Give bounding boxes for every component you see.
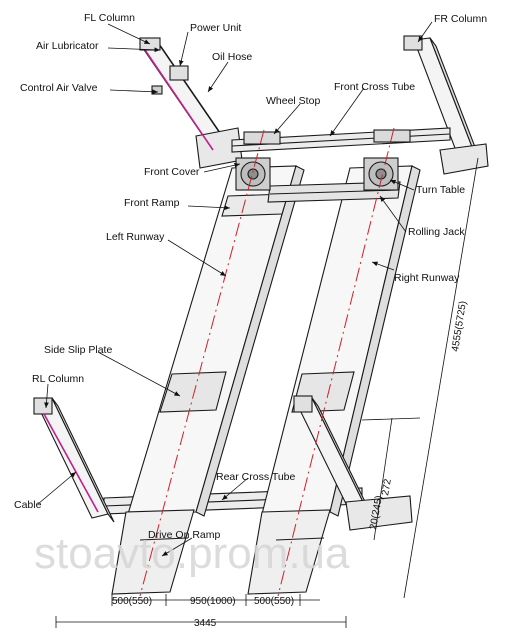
watermark: stoavto.prom.ua — [34, 529, 350, 578]
label-cable: Cable — [14, 499, 42, 511]
right-runway-shape — [261, 165, 421, 517]
fr-column — [403, 35, 489, 175]
dim-rear-height-a: 272 — [380, 478, 394, 497]
lift-structure — [33, 35, 489, 595]
label-rear-cross-tube: Rear Cross Tube — [216, 471, 296, 483]
label-rolling-jack: Rolling Jack — [408, 226, 465, 238]
labels: FL Column Power Unit Air Lubricator Oil … — [14, 12, 487, 541]
leader-lines — [37, 21, 433, 557]
label-air-lubricator: Air Lubricator — [36, 40, 99, 52]
label-power-unit: Power Unit — [190, 22, 241, 34]
power-unit-box — [169, 65, 189, 81]
label-fl-column: FL Column — [84, 12, 135, 24]
side-slip-plate-shape — [159, 371, 227, 413]
label-wheel-stop: Wheel Stop — [266, 95, 320, 107]
rr-column — [293, 395, 413, 531]
rl-column — [33, 397, 115, 523]
label-oil-hose: Oil Hose — [212, 51, 252, 63]
dim-ramp-gap: 950(1000) — [190, 596, 236, 607]
dimension-lines — [55, 157, 479, 628]
label-drive-on-ramp: Drive On Ramp — [148, 529, 221, 541]
label-right-runway: Right Runway — [394, 272, 460, 284]
label-front-ramp: Front Ramp — [124, 197, 180, 209]
label-control-air-valve: Control Air Valve — [20, 82, 98, 94]
dim-ramp-width-left: 500(550) — [112, 596, 152, 607]
centerlines — [139, 127, 395, 597]
turn-tables — [235, 157, 399, 191]
label-rl-column: RL Column — [32, 373, 84, 385]
label-side-slip-plate: Side Slip Plate — [44, 344, 112, 356]
left-runway-shape — [127, 165, 305, 517]
label-turn-table: Turn Table — [416, 184, 465, 196]
dim-overall-width: 3445 — [194, 618, 217, 629]
label-front-cross-tube: Front Cross Tube — [334, 81, 415, 93]
label-fr-column: FR Column — [434, 13, 487, 25]
dim-ramp-width-right: 500(550) — [254, 596, 294, 607]
label-front-cover: Front Cover — [144, 166, 200, 178]
label-left-runway: Left Runway — [106, 231, 165, 243]
